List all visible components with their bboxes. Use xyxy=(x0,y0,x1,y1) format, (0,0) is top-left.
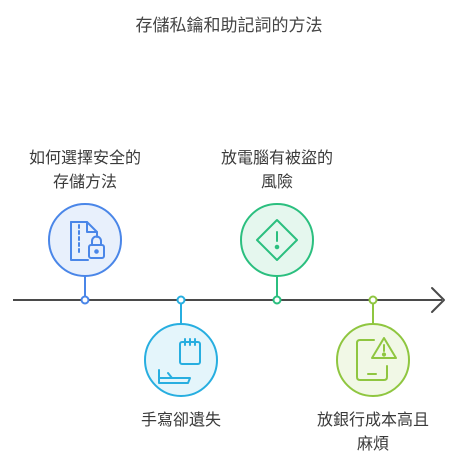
label-line: 麻煩 xyxy=(356,434,389,453)
label-line: 手寫卻遺失 xyxy=(140,410,221,429)
node-safe-storage xyxy=(48,203,122,305)
label-line: 存儲方法 xyxy=(52,172,117,191)
diamond-alert-icon xyxy=(256,219,298,261)
node-computer-theft xyxy=(240,203,314,305)
diagram-title: 存儲私鑰和助記詞的方法 xyxy=(135,16,323,36)
label-handwritten: 手寫卻遺失 xyxy=(106,408,256,432)
axis-arrow-head xyxy=(431,287,445,313)
notepad-hand-icon xyxy=(158,338,201,384)
label-line: 如何選擇安全的 xyxy=(28,148,141,167)
node-handwritten xyxy=(144,295,218,397)
label-bank: 放銀行成本高且 麻煩 xyxy=(290,408,456,456)
file-lock-icon xyxy=(70,221,105,261)
label-line: 風險 xyxy=(260,172,293,191)
label-line: 放銀行成本高且 xyxy=(316,410,429,429)
tablet-warning-icon xyxy=(356,337,397,381)
label-line: 放電腦有被盜的 xyxy=(220,148,333,167)
label-safe-storage: 如何選擇安全的 存儲方法 xyxy=(0,146,170,194)
label-computer-theft: 放電腦有被盜的 風險 xyxy=(194,146,360,194)
node-bank xyxy=(336,295,410,397)
